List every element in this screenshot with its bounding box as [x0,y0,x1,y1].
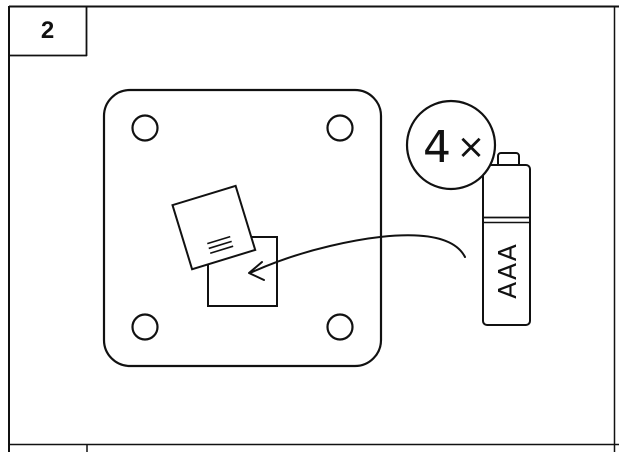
panel-frame [8,5,619,452]
compartment-cover [171,184,257,271]
device-base [102,88,383,368]
battery-type-label: AAA [493,243,522,299]
aaa-battery-icon [482,152,531,326]
quantity-bubble [405,99,497,191]
cover-grip-icon [207,235,234,254]
step-number: 2 [9,7,86,55]
battery-quantity: 4 [423,122,451,173]
screw-hole-top-left [131,114,159,142]
screw-hole-bottom-right [326,313,354,341]
insert-arrow-icon [248,234,466,281]
step-number-label: 2 [40,17,55,44]
step-number-frame [9,6,88,57]
screw-hole-bottom-left [131,313,159,341]
screw-hole-top-right [326,114,354,142]
multiplier-sign: × [457,127,486,167]
